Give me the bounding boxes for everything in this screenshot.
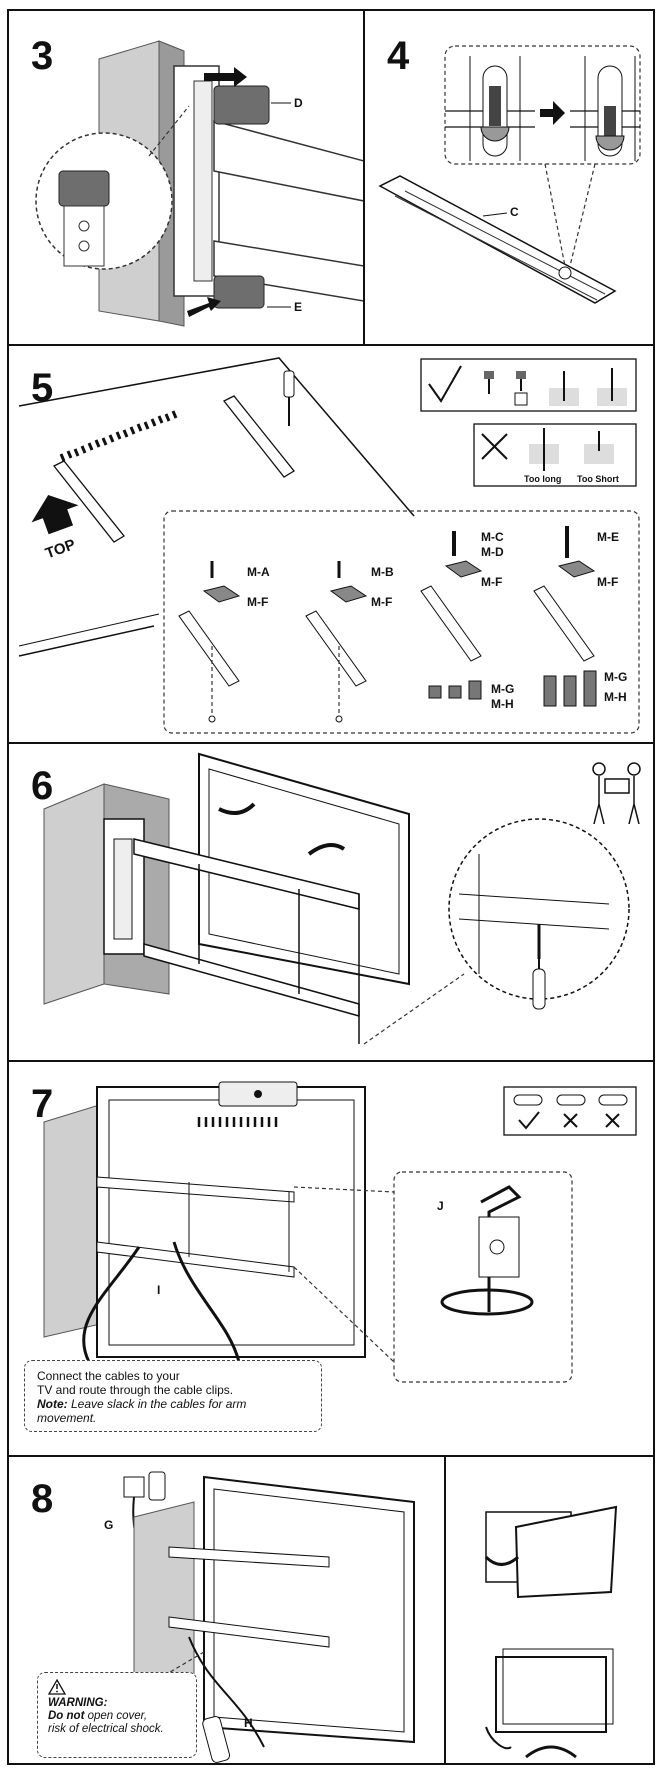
- screwdriver-icon: [532, 954, 546, 1010]
- note-text: Leave slack in the cables for arm moveme…: [37, 1397, 247, 1425]
- tilt-swivel-illustration: [484, 1505, 618, 1759]
- too-long-label: Too long: [524, 474, 561, 484]
- label-mg: M-G: [604, 670, 627, 684]
- step-number: 3: [31, 34, 54, 78]
- check-icon: [428, 365, 462, 403]
- top-label: TOP: [43, 536, 78, 562]
- arrow-icon: [31, 495, 79, 535]
- cross-icon: [563, 1113, 620, 1128]
- label-mf: M-F: [371, 595, 392, 609]
- warning-rest: open cover,: [84, 1710, 148, 1722]
- arrow-icon: [204, 67, 247, 87]
- step-5-illustration: TOP Too long Too Short M-A M-F: [18, 357, 640, 734]
- warning-box: WARNING: Do not open cover, risk of elec…: [37, 1672, 197, 1758]
- arrow-icon: [540, 101, 565, 125]
- label-mb: M-B: [371, 565, 394, 579]
- step-number: 4: [387, 34, 410, 78]
- step-number: 6: [31, 764, 54, 808]
- step-4-illustration: C: [378, 45, 641, 304]
- step-7-panel: 7 I: [7, 1060, 655, 1457]
- label-mf: M-F: [481, 575, 502, 589]
- step-number: 7: [31, 1082, 54, 1126]
- step-3-illustration: D E: [35, 40, 363, 327]
- warning-title: WARNING:: [48, 1697, 108, 1709]
- label-mc: M-C: [481, 530, 504, 544]
- label-md: M-D: [481, 545, 504, 559]
- label-mh: M-H: [491, 697, 514, 711]
- label-d: D: [294, 96, 303, 110]
- check-icon: [518, 1111, 540, 1130]
- note-line-2: TV and route through the cable clips.: [37, 1383, 234, 1397]
- label-me: M-E: [597, 530, 619, 544]
- label-e: E: [294, 300, 302, 314]
- too-short-label: Too Short: [577, 474, 619, 484]
- label-mf: M-F: [597, 575, 618, 589]
- note-prefix: Note:: [37, 1397, 68, 1411]
- step-4-panel: 4 C: [363, 9, 655, 346]
- step-7-illustration: I J: [43, 1081, 637, 1383]
- step-number: 8: [31, 1477, 54, 1521]
- rotate-icon: [440, 1288, 534, 1316]
- label-c: C: [510, 205, 519, 219]
- step-8-illustration: G H: [93, 1471, 415, 1763]
- label-mf: M-F: [247, 595, 268, 609]
- label-j: J: [437, 1199, 444, 1213]
- two-people-icon: [592, 762, 641, 825]
- step-8-adjust-panel: [444, 1455, 655, 1765]
- warning-line-3: risk of electrical shock.: [48, 1723, 164, 1735]
- warning-icon: [47, 1678, 67, 1695]
- label-mh: M-H: [604, 690, 627, 704]
- warning-bold: Do not: [48, 1710, 85, 1722]
- label-g: G: [104, 1518, 113, 1532]
- cross-icon: [481, 433, 508, 460]
- label-mg: M-G: [491, 682, 514, 696]
- label-h: H: [244, 1716, 253, 1730]
- step-3-panel: 3 D E: [7, 9, 365, 346]
- step-6-illustration: [43, 752, 641, 1045]
- label-ma: M-A: [247, 565, 270, 579]
- label-i: I: [157, 1283, 160, 1297]
- step-5-panel: 5 TOP: [7, 344, 655, 744]
- arrow-icon: [187, 297, 221, 317]
- step-8-panel: 8 G H WARNING: Do not open cover, risk o…: [7, 1455, 446, 1765]
- step-number: 5: [31, 366, 54, 410]
- note-line-1: Connect the cables to your: [37, 1369, 180, 1383]
- cable-note: Connect the cables to your TV and route …: [24, 1360, 322, 1432]
- step-6-panel: 6: [7, 742, 655, 1062]
